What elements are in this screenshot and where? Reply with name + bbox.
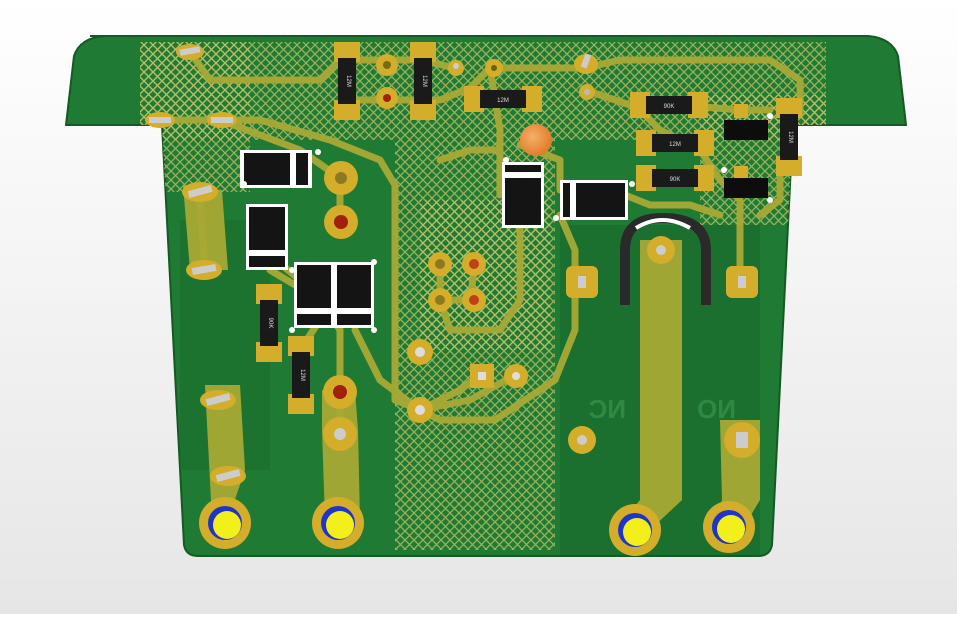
resistor-mark-r1: 12M — [497, 98, 509, 104]
smd-resistor-h1: 12M — [464, 86, 542, 112]
smd-resistor-h4: 90K — [636, 165, 714, 191]
smd-resistor-h3: 12M — [636, 130, 714, 156]
resistor-mark-r4: 90K — [670, 177, 681, 183]
smd-transistor-1 — [724, 104, 768, 140]
no-label: NO — [697, 394, 736, 424]
silk-dots — [241, 113, 773, 333]
through-hole-pads — [323, 54, 760, 458]
copper-pour-right — [700, 95, 826, 225]
smd-resistor-v4: 90K — [256, 284, 282, 362]
resistor-mark-r8: 90K — [267, 318, 273, 329]
resistor-mark-r3: 12M — [669, 142, 681, 148]
diode-d3 — [294, 262, 334, 328]
diode-d5 — [502, 162, 544, 228]
smd-resistor-v3: 12M — [776, 98, 802, 176]
diode-d6 — [560, 180, 628, 220]
relay-outline-highlight — [634, 218, 691, 230]
terminal-no — [703, 501, 755, 553]
smd-resistor-v2: 12M — [410, 42, 436, 120]
slot-pads — [145, 44, 598, 486]
resistor-mark-r5: 12M — [345, 75, 351, 87]
resistor-mark-r7: 12M — [787, 131, 793, 143]
terminal-nc — [609, 504, 661, 556]
diode-d4 — [334, 262, 374, 328]
diode-d2 — [246, 204, 288, 270]
terminal-n — [312, 497, 364, 549]
diode-d1 — [240, 150, 312, 188]
smd-resistor-h2: 90K — [630, 92, 708, 118]
led-indicator — [520, 124, 552, 156]
resistor-mark-r9: 12M — [299, 369, 305, 381]
smd-transistor-2 — [724, 166, 768, 198]
resistor-mark-r2: 90K — [664, 104, 675, 110]
smd-resistor-v1: 12M — [334, 42, 360, 120]
resistor-mark-r6: 12M — [421, 75, 427, 87]
bottom-silkscreen: NC NO — [588, 394, 736, 424]
terminal-l — [199, 497, 251, 549]
smd-resistor-v5: 12M — [288, 336, 314, 414]
nc-label: NC — [588, 394, 626, 424]
